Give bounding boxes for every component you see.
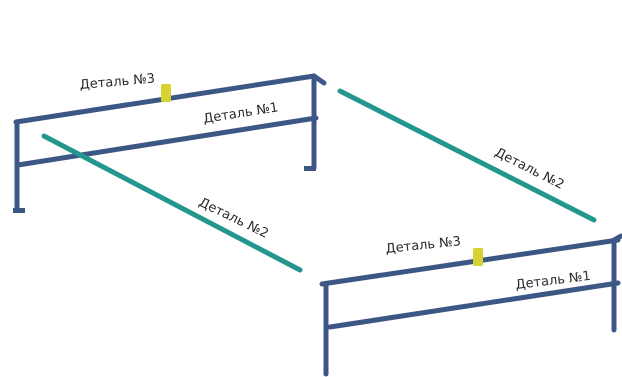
right-frame-middle-bar	[327, 280, 621, 330]
label-left-top: Деталь №3	[79, 71, 156, 93]
left-frame-right-foot	[304, 166, 316, 171]
right-marker	[473, 248, 483, 266]
label-left-mid: Деталь №1	[202, 100, 279, 127]
right-frame-top-bar	[319, 237, 621, 287]
left-marker	[161, 84, 171, 102]
right-side-rail	[337, 88, 597, 223]
label-right-top: Деталь №3	[385, 234, 462, 257]
left-frame-middle-bar	[15, 115, 319, 168]
right-frame-corner	[611, 233, 622, 243]
left-side-rail	[41, 133, 303, 273]
left-frame-right-corner	[311, 73, 327, 86]
left-frame-left-foot	[13, 208, 25, 213]
right-frame	[319, 233, 622, 377]
side-rails	[41, 88, 597, 273]
